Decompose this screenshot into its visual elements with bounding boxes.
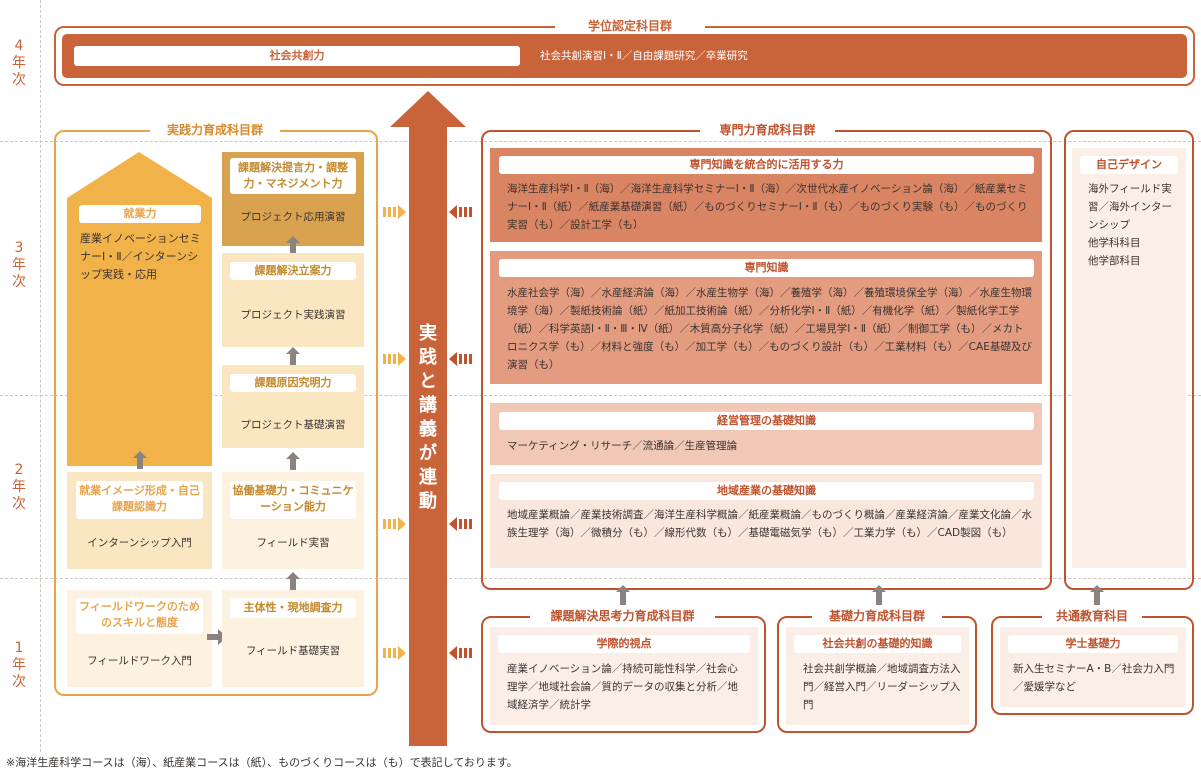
- ritsuan-pill: 課題解決立案力: [230, 262, 356, 280]
- year-axis-line: [40, 0, 41, 752]
- jiko-frame: [1064, 130, 1194, 590]
- year-divider-2-1: [0, 578, 1201, 579]
- year-divider-4-3: [0, 141, 1201, 142]
- shugyo-pill: 就業力: [79, 205, 201, 223]
- gakui-text: 社会共創演習Ⅰ・Ⅱ／自由課題研究／卒業研究: [540, 50, 748, 62]
- keiei-text: マーケティング・リサーチ／流通論／生産管理論: [507, 440, 738, 452]
- gakui-title: 学位認定科目群: [555, 18, 705, 34]
- year-divider-3-2: [0, 395, 1201, 396]
- arrow-shutai-to-kyodo-stem: [290, 578, 296, 590]
- arrow-ritsuan-to-teigen-stem: [290, 241, 296, 253]
- image-text: インターンシップ入門: [87, 537, 192, 549]
- image-pill: 就業イメージ形成・自己課題認識力: [79, 484, 200, 513]
- togo-pill: 専門知識を統合的に活用する力: [499, 156, 1034, 174]
- kiso-text: 社会共創学概論／地域調査方法入門／経営入門／リーダーシップ入門: [803, 663, 961, 711]
- chevron-senmon-1-icon: [449, 646, 472, 660]
- chiiki-text: 地域産業概論／産業技術調査／海洋生産科学概論／紙産業概論／ものづくり概論／産業経…: [507, 509, 1032, 539]
- arrow-kiso-up-icon: [872, 585, 886, 592]
- chishiki-text: 水産社会学（海）／水産経済論（海）／水産生物学（海）／養殖学（海）／養殖環境保全…: [507, 287, 1032, 371]
- chevron-jissen-2-icon: [383, 517, 406, 531]
- arrow-kiso-up-stem: [876, 591, 882, 605]
- kiso-pill: 社会共創の基礎的知識: [794, 635, 961, 653]
- year-1-label: 1 年 次: [12, 640, 26, 690]
- kyodo-text: フィールド実習: [256, 537, 330, 549]
- chevron-jissen-1-icon: [383, 646, 406, 660]
- year-2-label: 2 年 次: [12, 462, 26, 512]
- ritsuan-text: プロジェクト実践演習: [240, 309, 346, 321]
- chevron-jissen-3b-icon: [383, 352, 406, 366]
- arrow-kyotsu-up-icon: [1090, 585, 1104, 592]
- year-4-label: 4 年 次: [12, 38, 26, 88]
- shutai-text: フィールド基礎実習: [245, 645, 341, 657]
- chiiki-pill: 地域産業の基礎知識: [499, 482, 1034, 500]
- kyotsu-title: 共通教育科目: [1042, 608, 1142, 624]
- shutai-pill: 主体性・現地調査力: [230, 598, 356, 618]
- year-3-label: 3 年 次: [12, 240, 26, 290]
- kadai-title: 課題解決思考力育成科目群: [530, 608, 715, 624]
- jissen-title: 実践力育成科目群: [150, 122, 280, 138]
- image-pill-bg: [76, 481, 203, 519]
- center-arrow-label: 実践と講義が連動: [419, 323, 437, 512]
- arrow-kadai-up-icon: [616, 585, 630, 592]
- gakui-pill: 社会共創力: [74, 46, 520, 66]
- kyodo-pill-bg: [230, 481, 356, 519]
- arrow-kadai-up-stem: [620, 591, 626, 605]
- field-text: フィールドワーク入門: [87, 655, 192, 667]
- arrow-image-to-shugyo-stem: [137, 458, 143, 469]
- kyotsu-text: 新入生セミナーA・B／社会力入門／愛媛学など: [1013, 663, 1175, 693]
- jiko-box: [1072, 148, 1186, 568]
- jiko-pill: 自己デザイン: [1080, 156, 1178, 174]
- senmon-title: 専門力育成科目群: [700, 122, 835, 138]
- arrow-kyodo-to-genin-stem: [290, 458, 296, 470]
- kadai-pill: 学際的視点: [498, 635, 750, 653]
- arrow-kyotsu-up-stem: [1094, 591, 1100, 605]
- arrow-genin-to-ritsuan-stem: [290, 353, 296, 365]
- footnote: ※海洋生産科学コースは（海）、紙産業コースは（紙）、ものづくりコースは（も）で表…: [6, 756, 518, 769]
- arrow-image-to-shugyo-icon: [133, 451, 147, 458]
- arrow-shutai-to-kyodo-icon: [286, 572, 300, 579]
- teigen-pill-bg: [230, 158, 356, 194]
- shugyo-house-shape: [67, 152, 212, 466]
- teigen-pill: 課題解決提言力・調整力・マネジメント力: [238, 161, 348, 190]
- keiei-pill: 経営管理の基礎知識: [499, 412, 1034, 430]
- kyotsu-pill: 学士基礎力: [1008, 635, 1178, 653]
- field-pill: フィールドワークのためのスキルと態度: [79, 600, 200, 629]
- teigen-text: プロジェクト応用演習: [240, 211, 346, 223]
- arrow-kyodo-to-genin-icon: [286, 452, 300, 459]
- field-pill-bg: [76, 598, 203, 634]
- chevron-jissen-3a-icon: [383, 205, 406, 219]
- chevron-senmon-3b-icon: [449, 352, 472, 366]
- genin-pill: 課題原因究明力: [230, 374, 356, 392]
- arrow-ritsuan-to-teigen-icon: [286, 236, 300, 243]
- center-arrow-shape: [390, 91, 466, 746]
- genin-text: プロジェクト基礎演習: [240, 419, 346, 431]
- arrow-genin-to-ritsuan-icon: [286, 347, 300, 354]
- shugyo-text: 産業イノベーションセミナーⅠ・Ⅱ／インターンシップ実践・応用: [80, 232, 201, 281]
- chevron-senmon-2-icon: [449, 517, 472, 531]
- togo-text: 海洋生産科学Ⅰ・Ⅱ（海）／海洋生産科学セミナーⅠ・Ⅱ（海）／次世代水産イノベーシ…: [507, 183, 1028, 231]
- chishiki-pill: 専門知識: [499, 259, 1034, 277]
- kiso-title: 基礎力育成科目群: [812, 608, 942, 624]
- jiko-text: 海外フィールド実習／海外インターンシップ 他学科科目 他学部科目: [1088, 183, 1172, 267]
- kyodo-pill: 協働基礎力・コミュニケーション能力: [232, 484, 354, 513]
- chevron-senmon-3a-icon: [449, 205, 472, 219]
- kadai-text: 産業イノベーション論／持続可能性科学／社会心理学／地域社会論／質的データの収集と…: [507, 663, 738, 711]
